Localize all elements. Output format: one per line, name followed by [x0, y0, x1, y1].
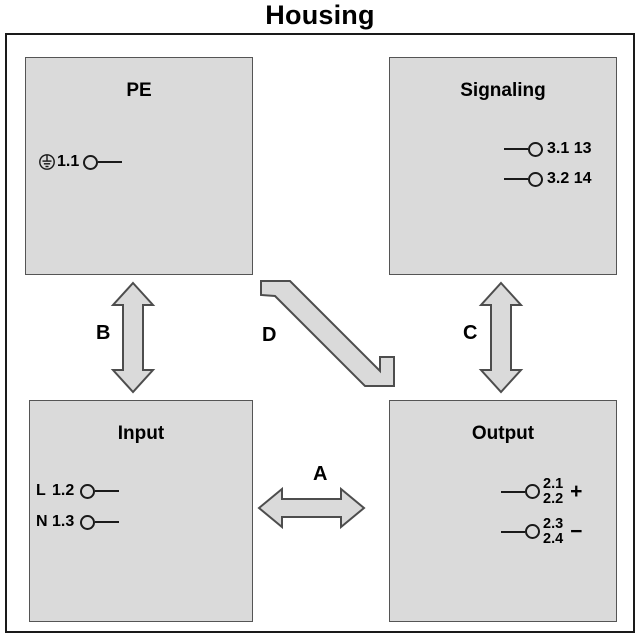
terminal-sig-3-2: 3.2 14	[504, 170, 591, 188]
terminal-dot	[80, 514, 96, 530]
terminal-lead	[501, 530, 525, 533]
terminal-input-n-pin: N	[36, 513, 48, 530]
page-title: Housing	[265, 0, 375, 30]
terminal-sig-3-2-label: 3.2 14	[547, 170, 592, 187]
terminal-output-2-4: 2.4	[543, 530, 564, 547]
block-signaling-title: Signaling	[460, 80, 546, 101]
terminal-lead	[98, 161, 123, 163]
terminal-input-n: N 1.3	[36, 513, 120, 531]
terminal-lead	[504, 148, 528, 150]
terminal-output-plus: 2.1 2.2 +	[501, 477, 582, 507]
terminal-lead	[95, 521, 120, 523]
terminal-output-plus-sign: +	[570, 480, 583, 504]
block-signaling: Signaling 3.1 13 3.2 14	[389, 57, 617, 275]
terminal-input-n-label: 1.3	[52, 513, 75, 530]
block-input-title: Input	[117, 423, 165, 444]
terminal-output-plus-labels: 2.1 2.2	[543, 477, 563, 507]
block-output: Output 2.1 2.2 + 2.3 2.4 −	[389, 400, 617, 622]
arrow-label-a: A	[313, 463, 328, 485]
terminal-dot	[525, 484, 540, 500]
arrow-label-b: B	[96, 322, 111, 344]
terminal-sig-3-1: 3.1 13	[504, 140, 591, 158]
block-pe-title: PE	[126, 80, 152, 101]
terminal-input-l: L 1.2	[36, 482, 120, 500]
block-output-title: Output	[471, 423, 535, 444]
terminal-pe-1-1: 1.1	[38, 153, 123, 171]
terminal-output-2-2: 2.2	[543, 490, 564, 507]
terminal-input-l-pin: L	[36, 482, 46, 499]
terminal-dot	[528, 171, 543, 187]
terminal-dot	[83, 154, 99, 170]
block-pe: PE 1.1	[25, 57, 253, 275]
terminal-output-2-3: 2.3	[543, 516, 564, 532]
earth-ground-icon	[39, 154, 55, 170]
terminal-output-minus: 2.3 2.4 −	[501, 517, 582, 547]
terminal-lead	[501, 490, 525, 493]
terminal-dot	[525, 524, 540, 540]
terminal-lead	[95, 490, 120, 492]
arrow-label-c: C	[463, 322, 478, 344]
terminal-sig-3-1-label: 3.1 13	[547, 140, 592, 157]
terminal-output-minus-labels: 2.3 2.4	[543, 517, 563, 547]
terminal-lead	[504, 178, 528, 180]
terminal-output-minus-sign: −	[570, 520, 583, 544]
terminal-pe-label: 1.1	[57, 153, 80, 170]
terminal-input-l-label: 1.2	[52, 482, 75, 499]
terminal-dot	[80, 483, 96, 499]
terminal-output-2-1: 2.1	[543, 476, 564, 492]
arrow-label-d: D	[262, 324, 277, 346]
terminal-dot	[528, 141, 543, 157]
block-input: Input L 1.2 N 1.3	[29, 400, 253, 622]
